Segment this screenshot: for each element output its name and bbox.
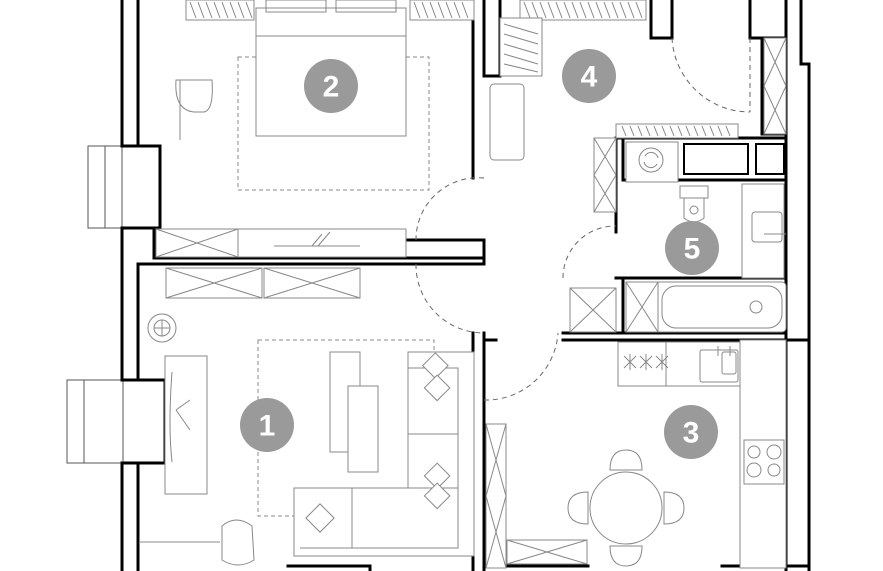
room4-furniture [489,0,787,161]
living-furniture [140,267,475,566]
room-number-1: 1 [259,410,276,443]
room-number-4: 4 [581,61,598,94]
room-badge-1: 1 [240,398,294,452]
bedroom-furniture [155,0,475,258]
kitchen-furniture [485,339,787,569]
room-badge-4: 4 [562,49,616,103]
window-left-lower [66,379,124,464]
room-badge-2: 2 [304,59,358,113]
bathroom-fixtures [569,137,787,333]
window-left-upper [87,145,123,229]
room-number-5: 5 [684,233,701,266]
room-badge-3: 3 [664,405,718,459]
room-badge-5: 5 [665,221,719,275]
room-number-2: 2 [323,71,340,104]
room-number-3: 3 [683,417,700,450]
door-swings [415,37,751,401]
